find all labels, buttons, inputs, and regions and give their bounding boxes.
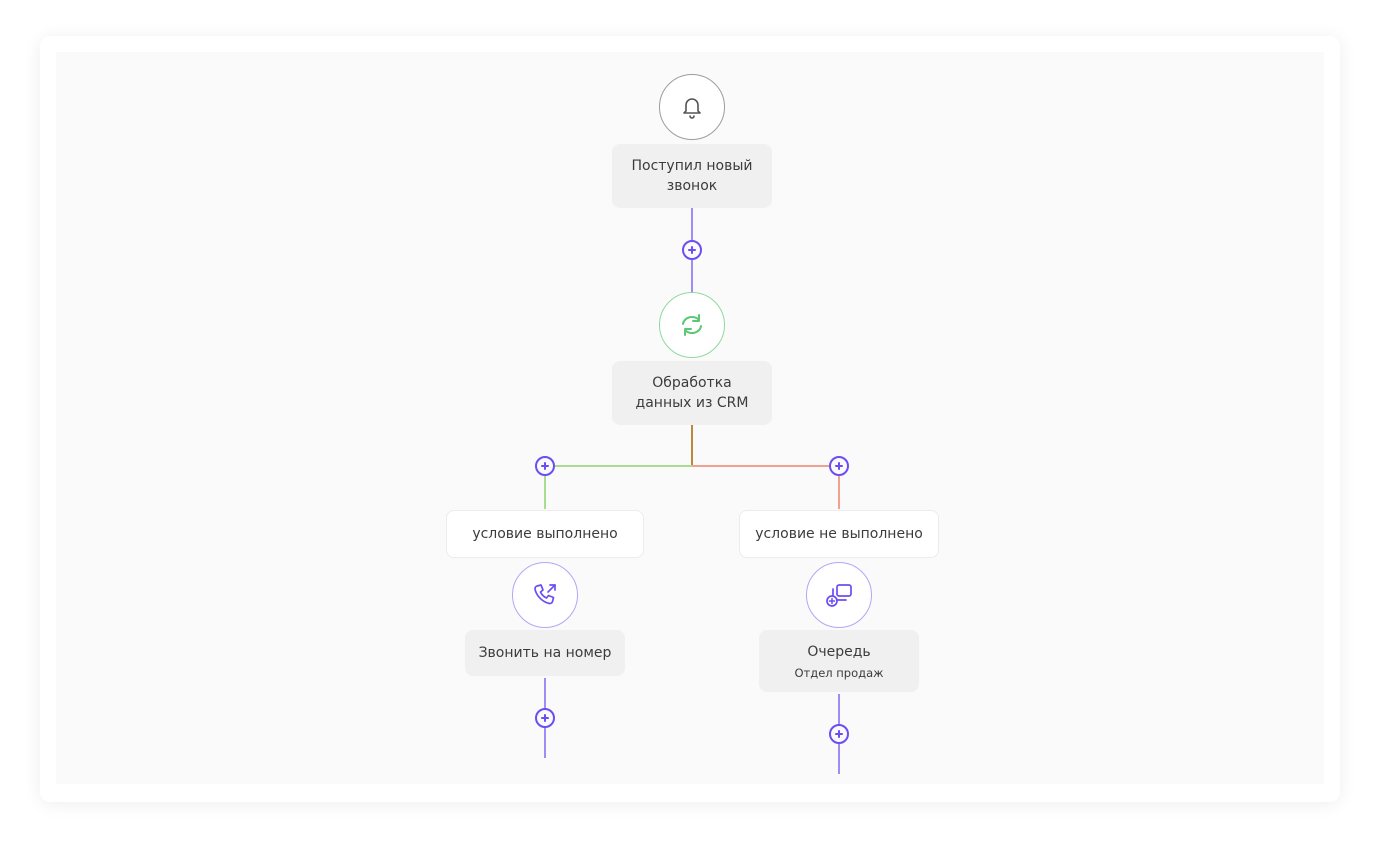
condition-true-box[interactable]: условие выполнено xyxy=(446,510,644,558)
crm-label-text: Обработка данных из CRM xyxy=(635,375,749,411)
call-label-text: Звонить на номер xyxy=(478,645,612,661)
add-step-button-after-call[interactable] xyxy=(535,708,555,728)
refresh-icon xyxy=(682,314,702,336)
crm-node-label[interactable]: Обработка данных из CRM xyxy=(612,361,772,425)
queue-node-icon-circle[interactable] xyxy=(806,562,872,628)
call-node-label[interactable]: Звонить на номер xyxy=(465,630,625,676)
trigger-node-label[interactable]: Поступил новый звонок xyxy=(612,144,772,208)
trigger-label-text: Поступил новый звонок xyxy=(631,158,753,194)
queue-node-label[interactable]: Очередь Отдел продаж xyxy=(759,630,919,692)
trigger-node-icon-circle[interactable] xyxy=(659,74,725,140)
bell-icon xyxy=(683,98,701,119)
phone-outgoing-icon xyxy=(534,584,556,605)
condition-false-box[interactable]: условие не выполнено xyxy=(739,510,939,558)
call-node-icon-circle[interactable] xyxy=(512,562,578,628)
add-step-button-after-queue[interactable] xyxy=(829,724,849,744)
condition-false-text: условие не выполнено xyxy=(755,526,923,542)
queue-sub-text: Отдел продаж xyxy=(794,665,884,680)
queue-add-icon xyxy=(826,584,852,607)
add-step-button-1[interactable] xyxy=(682,240,702,260)
add-step-button-true[interactable] xyxy=(535,456,555,476)
crm-node-icon-circle[interactable] xyxy=(659,292,725,358)
condition-true-text: условие выполнено xyxy=(472,526,618,542)
queue-label-text: Очередь xyxy=(807,643,871,660)
add-step-button-false[interactable] xyxy=(829,456,849,476)
